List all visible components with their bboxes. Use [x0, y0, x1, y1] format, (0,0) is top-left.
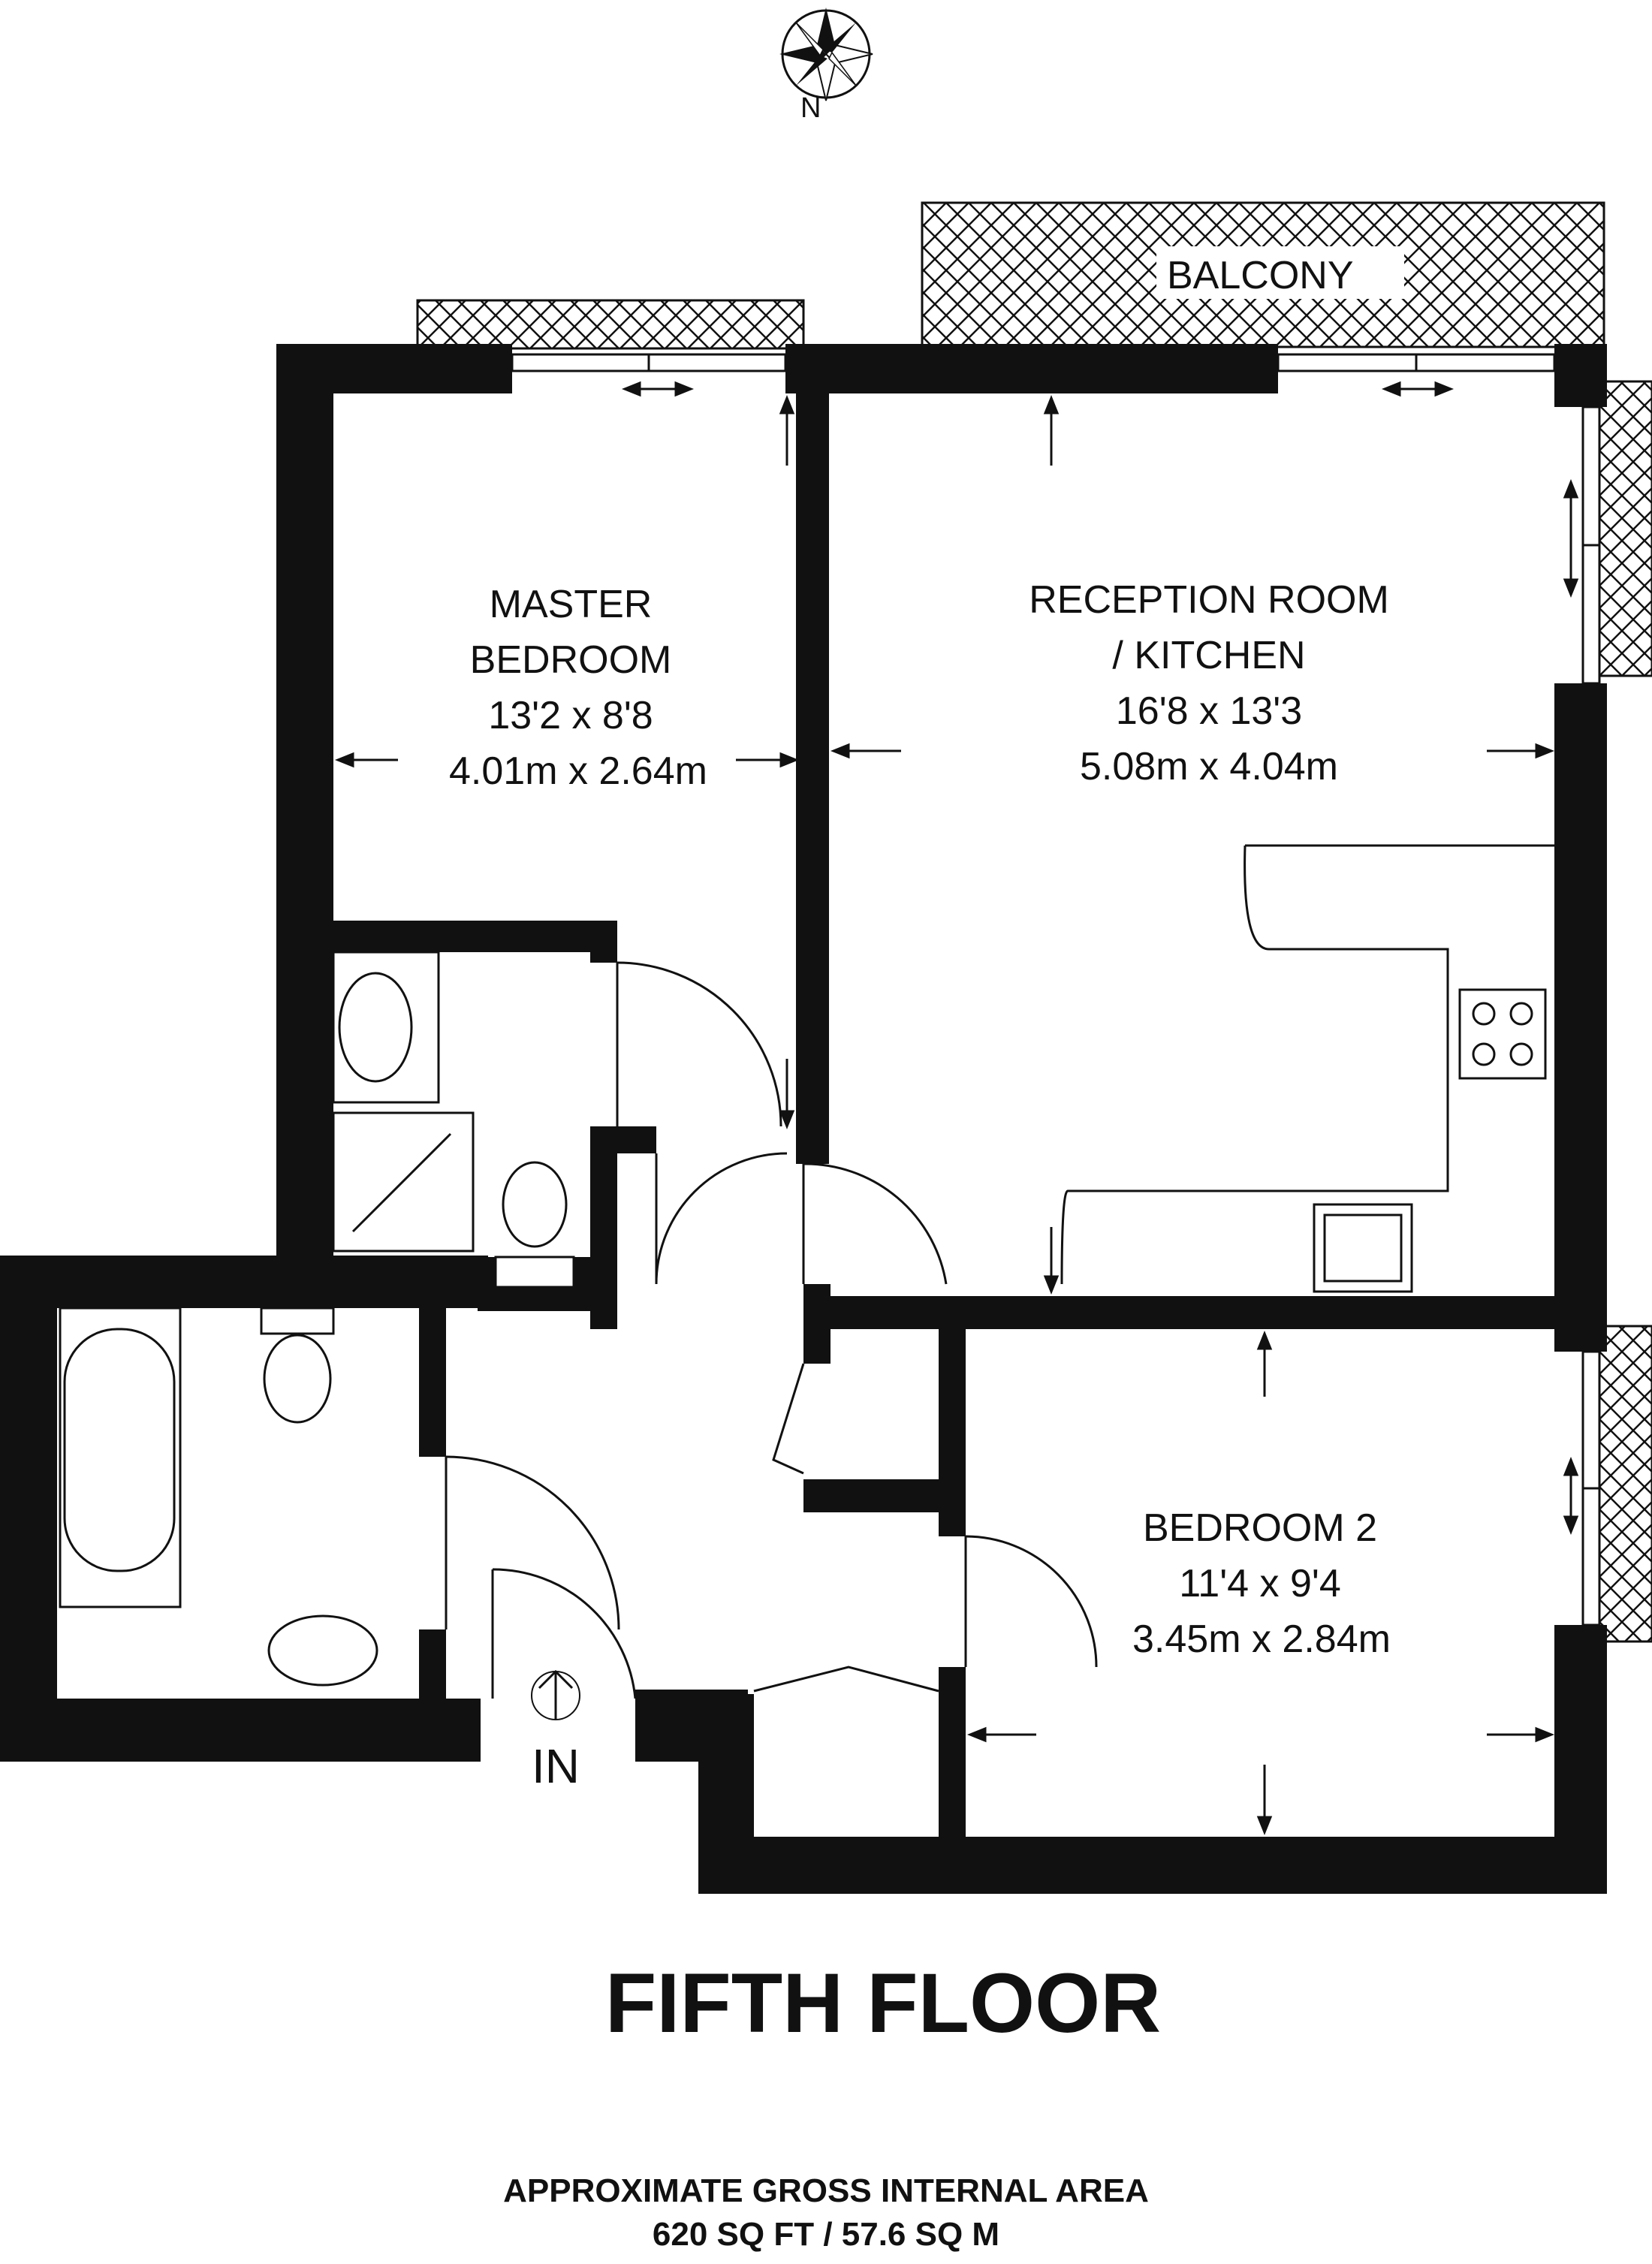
- room-name-line: BEDROOM: [470, 638, 672, 682]
- room-dimensions-metric: 5.08m x 4.04m: [1080, 745, 1338, 788]
- room-dimensions-metric: 3.45m x 2.84m: [1132, 1617, 1391, 1661]
- dimension-arrows: [334, 381, 1579, 1836]
- room-label-master-bedroom: MASTER BEDROOM 13'2 x 8'8 4.01m x 2.64m: [449, 583, 707, 793]
- room-label-reception-kitchen: RECEPTION ROOM / KITCHEN 16'8 x 13'3 5.0…: [1029, 578, 1389, 788]
- walls: [0, 344, 1607, 1894]
- room-dimensions-metric: 4.01m x 2.64m: [449, 749, 707, 793]
- kitchen-counter: [1060, 844, 1554, 1293]
- room-name-line: / KITCHEN: [1112, 634, 1305, 677]
- compass-rose-icon: [779, 8, 873, 101]
- entrance-label: IN: [532, 1739, 580, 1793]
- floor-title: FIFTH FLOOR: [605, 1956, 1161, 2050]
- room-dimensions-imperial: 16'8 x 13'3: [1116, 689, 1302, 733]
- balcony-label: BALCONY: [1167, 254, 1354, 297]
- room-name-line: RECEPTION ROOM: [1029, 578, 1389, 622]
- windows: [511, 353, 1601, 1626]
- room-name-line: MASTER: [490, 583, 653, 626]
- entrance-arrow-icon: [531, 1669, 580, 1720]
- sanitary-fixtures: [59, 951, 575, 1687]
- north-label: N: [800, 92, 821, 124]
- doors: [445, 961, 1098, 1699]
- area-value: 620 SQ FT / 57.6 SQ M: [653, 2216, 999, 2253]
- room-dimensions-imperial: 13'2 x 8'8: [488, 694, 653, 737]
- room-label-bedroom-2: BEDROOM 2 11'4 x 9'4 3.45m x 2.84m: [1132, 1506, 1391, 1661]
- room-name-line: BEDROOM 2: [1143, 1506, 1377, 1550]
- area-heading: APPROXIMATE GROSS INTERNAL AREA: [503, 2172, 1149, 2209]
- room-dimensions-imperial: 11'4 x 9'4: [1179, 1562, 1341, 1605]
